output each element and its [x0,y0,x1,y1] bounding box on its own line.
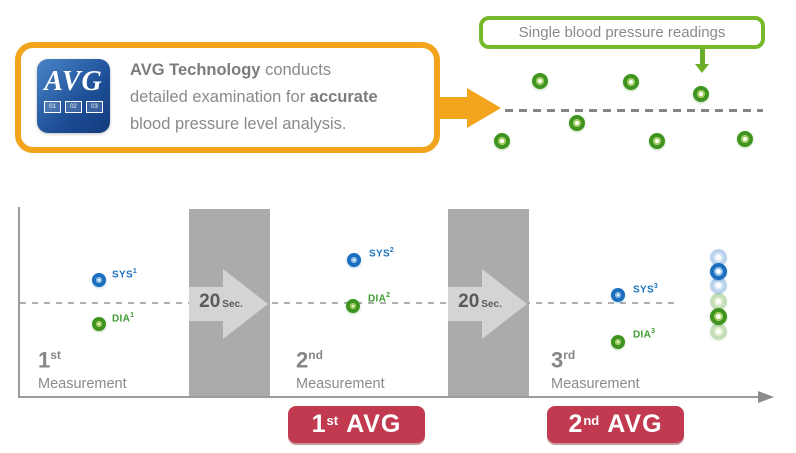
bp-reading-dot [737,131,753,147]
readings-callout-label: Single blood pressure readings [518,24,726,41]
bp-reading-dot [569,115,585,131]
dia-dot-1 [92,317,106,331]
readings-callout: Single blood pressure readings [479,16,765,49]
bp-reading-dot [623,74,639,90]
x-axis-line [18,396,758,398]
x-axis-arrowhead-icon [758,391,774,403]
flow-arrow-right-head-icon [467,88,501,128]
dia-label-3: DIA3 [633,328,656,341]
sys-label-3: SYS3 [633,283,659,296]
flow-arrow-right-icon [437,97,467,119]
logo-chip: 03 [86,101,103,113]
avg-dia-dot [710,308,727,325]
avg-description: AVG Technology conducts detailed examina… [130,57,430,138]
logo-chip: 01 [44,101,61,113]
sys-dot-1 [92,273,106,287]
sys-dot-3 [611,288,625,302]
sys-label-1: SYS1 [112,268,138,281]
measurement-caption-2: 2nd Measurement [296,347,385,393]
interval-band-2: 20 Sec. [448,209,529,396]
interval-arrow-icon [189,287,223,321]
interval-arrow-head-icon [223,269,268,339]
bp-reading-dot [649,133,665,149]
sys-label-2: SYS2 [369,247,395,260]
logo-chip: 02 [65,101,82,113]
bp-reading-dot [532,73,548,89]
interval-duration: 20 Sec. [458,291,502,312]
measurement-caption-3: 3rd Measurement [551,347,640,393]
avg-logo-text: AVG [44,66,103,97]
measurement-caption-1: 1st Measurement [38,347,127,393]
bp-reading-dot [693,86,709,102]
readings-baseline-dashed [505,109,763,112]
avg-sys-dot [710,263,727,280]
callout-down-arrow-head-icon [695,64,709,73]
interval-band-1: 20 Sec. [189,209,270,396]
dia-dot-2 [346,299,360,313]
description-line-3: blood pressure level analysis. [130,115,347,133]
y-axis-line [18,207,20,398]
interval-duration: 20 Sec. [199,291,243,312]
interval-arrow-head-icon [482,269,527,339]
callout-down-arrow-icon [700,49,705,64]
avg-logo-chips: 01 02 03 [37,101,110,113]
dia-dot-3 [611,335,625,349]
avg-logo: AVG 01 02 03 [37,59,110,133]
description-line-1: AVG Technology conducts [130,61,332,79]
interval-arrow-icon [448,287,482,321]
sys-dot-2 [347,253,361,267]
bp-reading-dot [494,133,510,149]
dia-label-1: DIA1 [112,312,135,325]
description-line-2: detailed examination for accurate [130,88,378,106]
dia-label-2: DIA2 [368,292,391,305]
avg-dia-ghost-dot [710,323,727,340]
